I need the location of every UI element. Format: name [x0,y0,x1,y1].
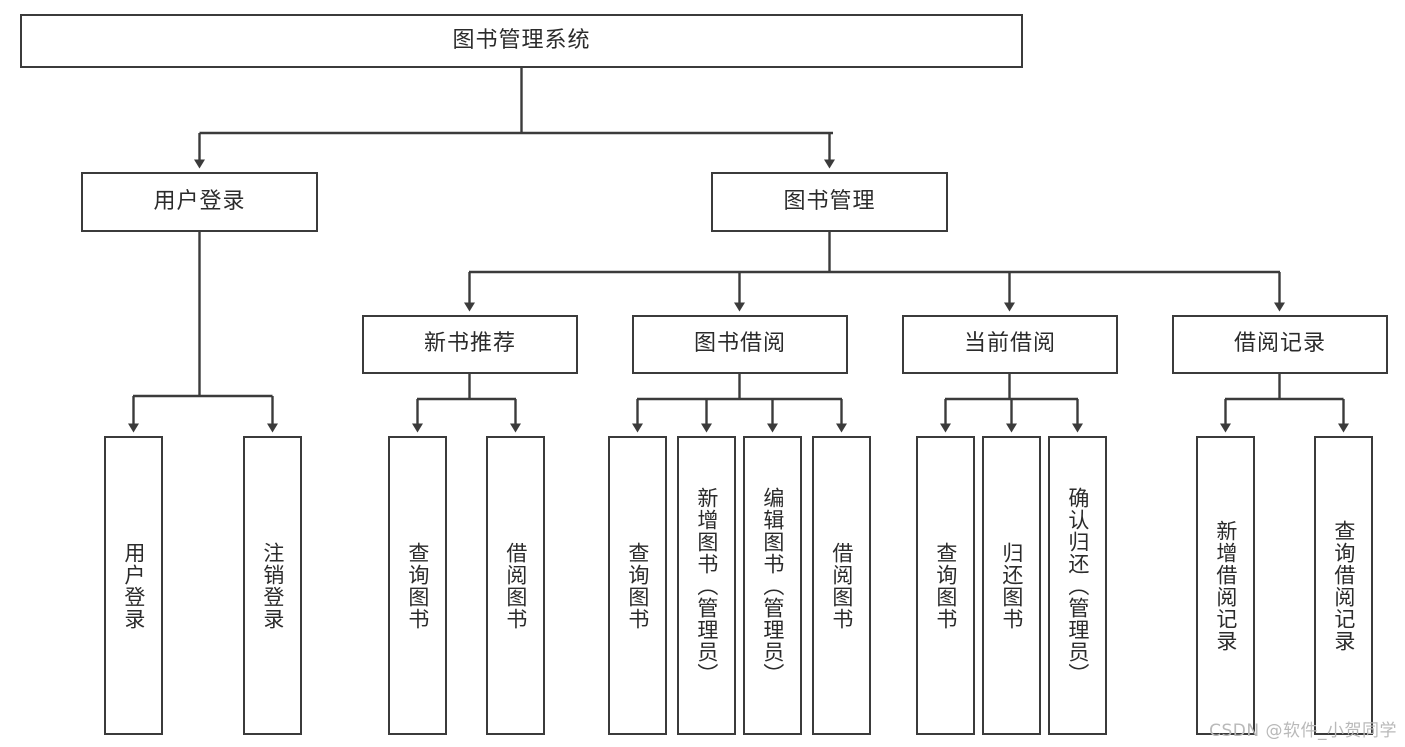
node-leaf-query-book-borrow[interactable]: 查询图书 [608,436,667,735]
node-leaf-add-book-admin[interactable]: 新增图书（管理员） [677,436,736,735]
node-root[interactable]: 图书管理系统 [20,14,1023,68]
node-book-borrow-label: 图书借阅 [693,331,786,357]
node-leaf-confirm-return-admin[interactable]: 确认归还（管理员） [1048,436,1107,735]
node-new-book-recommend[interactable]: 新书推荐 [362,315,578,374]
node-leaf-confirm-return-admin-label: 确认归还（管理员） [1065,486,1090,685]
node-user-login[interactable]: 用户登录 [81,172,318,232]
node-user-login-label: 用户登录 [153,188,246,214]
node-leaf-query-book-current[interactable]: 查询图书 [916,436,975,735]
node-leaf-add-book-admin-label: 新增图书（管理员） [694,486,719,685]
node-leaf-query-borrow-record-label: 查询借阅记录 [1331,519,1356,652]
node-leaf-query-book-borrow-label: 查询图书 [625,541,650,630]
node-leaf-return-book[interactable]: 归还图书 [982,436,1041,735]
node-leaf-add-borrow-record[interactable]: 新增借阅记录 [1196,436,1255,735]
node-leaf-logout[interactable]: 注销登录 [243,436,302,735]
node-leaf-borrow-book[interactable]: 借阅图书 [812,436,871,735]
node-current-borrow[interactable]: 当前借阅 [902,315,1118,374]
node-leaf-query-book-current-label: 查询图书 [933,541,958,630]
node-leaf-logout-label: 注销登录 [260,541,285,630]
node-borrow-record[interactable]: 借阅记录 [1172,315,1388,374]
node-leaf-edit-book-admin[interactable]: 编辑图书（管理员） [743,436,802,735]
watermark-text: CSDN @软件_小贺同学 [1209,721,1397,741]
node-leaf-query-borrow-record[interactable]: 查询借阅记录 [1314,436,1373,735]
node-book-manage[interactable]: 图书管理 [711,172,948,232]
node-book-borrow[interactable]: 图书借阅 [632,315,848,374]
node-leaf-user-login-label: 用户登录 [121,541,146,630]
node-leaf-add-borrow-record-label: 新增借阅记录 [1213,519,1238,652]
node-borrow-record-label: 借阅记录 [1233,331,1326,357]
node-leaf-return-book-label: 归还图书 [999,541,1024,630]
node-leaf-borrow-book-label: 借阅图书 [829,541,854,630]
node-book-manage-label: 图书管理 [783,188,876,214]
node-current-borrow-label: 当前借阅 [963,331,1056,357]
node-leaf-borrow-book-rec-label: 借阅图书 [503,541,528,630]
node-root-label: 图书管理系统 [452,27,591,53]
node-leaf-edit-book-admin-label: 编辑图书（管理员） [760,486,785,685]
node-leaf-query-book-rec[interactable]: 查询图书 [388,436,447,735]
node-leaf-borrow-book-rec[interactable]: 借阅图书 [486,436,545,735]
node-leaf-query-book-rec-label: 查询图书 [405,541,430,630]
node-new-book-recommend-label: 新书推荐 [423,331,516,357]
node-leaf-user-login[interactable]: 用户登录 [104,436,163,735]
